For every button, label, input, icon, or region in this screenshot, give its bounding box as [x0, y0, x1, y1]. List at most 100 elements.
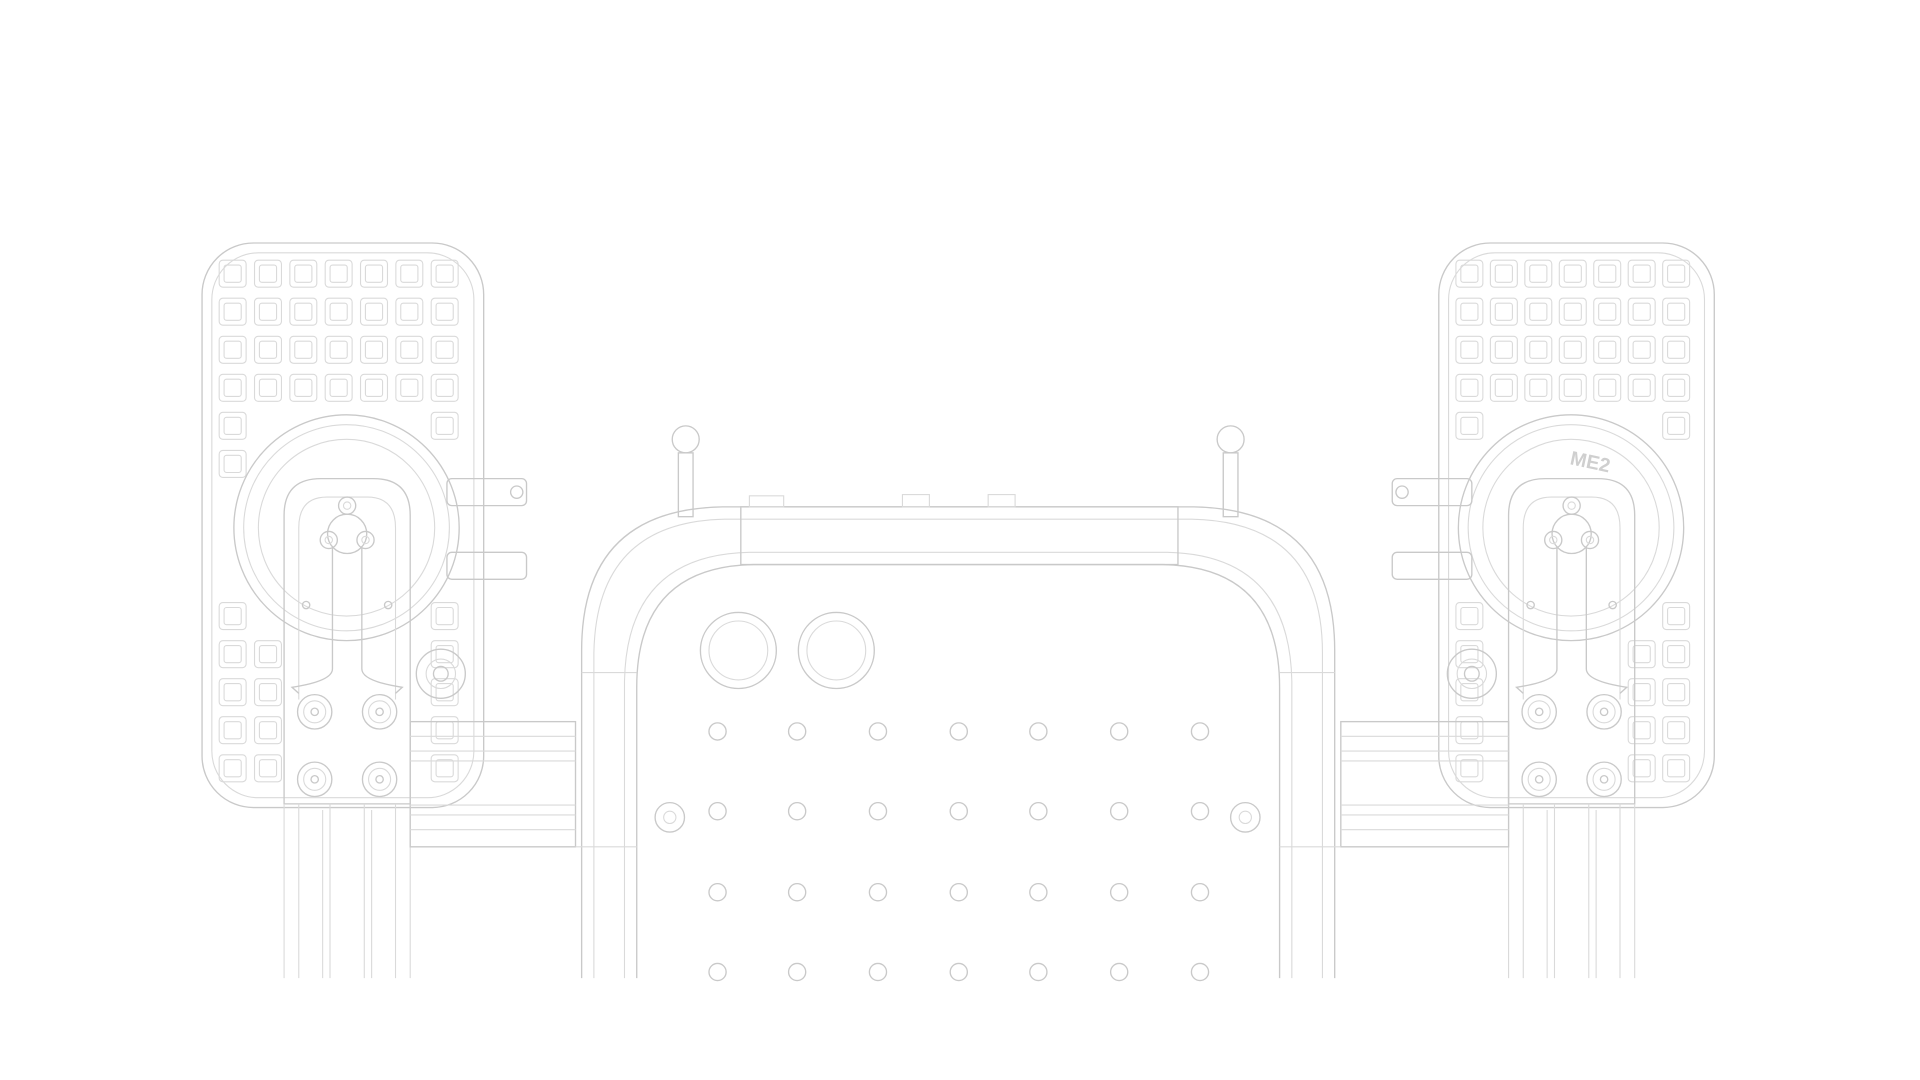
screw-head: [1585, 535, 1595, 545]
tread-block: [359, 297, 389, 326]
bolt-inner: [1527, 700, 1551, 724]
tread-block: [430, 297, 459, 326]
tread-block: [1662, 678, 1691, 707]
tread-block: [253, 373, 283, 402]
tread-block-inner: [364, 302, 384, 321]
mount-hole: [708, 962, 727, 982]
tread-block-inner: [294, 264, 313, 283]
tread-block-inner: [1598, 378, 1617, 397]
tread-block-inner: [1494, 264, 1513, 283]
tread-block: [430, 754, 459, 783]
tread-block-inner: [364, 264, 384, 283]
tread-block-inner: [1563, 378, 1582, 397]
mount-hole: [949, 722, 969, 741]
tread-block: [359, 373, 389, 402]
tread-block: [1524, 335, 1553, 364]
post: [1222, 452, 1239, 518]
tread-block-inner: [1529, 378, 1548, 397]
tread-block: [1455, 602, 1484, 631]
tread-block: [1627, 335, 1656, 364]
tread-block-inner: [1529, 264, 1548, 283]
frame-inner: [636, 563, 1281, 979]
bracket-screw: [509, 485, 524, 499]
tread-block: [359, 259, 389, 288]
tread-block-inner: [223, 302, 242, 321]
tread-block: [1593, 259, 1622, 288]
frame-joint: [575, 671, 1341, 848]
port-circle: [699, 611, 777, 690]
tread-block: [218, 678, 247, 707]
bolt-inner: [303, 700, 327, 724]
tread-block-inner: [1667, 759, 1686, 778]
mount-hole: [1190, 962, 1210, 982]
tread-block: [430, 259, 459, 288]
bracket: [1391, 477, 1473, 507]
tread-block-inner: [1494, 378, 1513, 397]
tread-block: [430, 640, 459, 669]
tread-block-inner: [1632, 264, 1651, 283]
tread-block-inner: [1598, 340, 1617, 359]
wheel-hub-ring: [1482, 438, 1660, 617]
mount-hole: [1029, 801, 1048, 821]
screw-head: [1567, 501, 1576, 510]
tread-block-inner: [1598, 302, 1617, 321]
mount-hole: [949, 962, 969, 982]
left-wheel: [201, 242, 528, 979]
tread-block: [1627, 297, 1656, 326]
tread-block: [1455, 716, 1484, 745]
tread-block-inner: [329, 340, 348, 359]
screw-head: [342, 501, 352, 510]
tread-block-inner: [294, 378, 313, 397]
tread-block-inner: [258, 302, 278, 321]
bolt: [1586, 693, 1622, 730]
tread-block-inner: [1632, 340, 1651, 359]
tread-block: [395, 373, 424, 402]
tread-block: [1593, 373, 1622, 402]
tread-block: [1489, 259, 1518, 288]
tread-block-inner: [1632, 378, 1651, 397]
tread-block-inner: [400, 378, 419, 397]
upright-plate: [283, 477, 411, 805]
mount-hole: [868, 722, 888, 741]
wheel-hub-ring: [243, 424, 450, 632]
tread-block-inner: [258, 683, 278, 702]
tread-block-inner: [435, 759, 454, 778]
tread-block-inner: [1460, 606, 1479, 626]
tread-block: [218, 373, 247, 402]
tread-block: [1662, 640, 1691, 669]
ball-knob: [671, 425, 700, 454]
tread-block-inner: [294, 302, 313, 321]
tread-block-inner: [223, 454, 242, 474]
tread-block-inner: [223, 378, 242, 397]
tread-block: [324, 335, 353, 364]
tread-block: [430, 716, 459, 745]
screw: [1562, 496, 1581, 515]
tread-block: [1455, 335, 1484, 364]
tread-block: [289, 373, 318, 402]
mount-hole: [1109, 882, 1129, 902]
screw: [356, 530, 375, 550]
tread-block: [1524, 373, 1553, 402]
tread-block: [1455, 640, 1484, 669]
tread-block: [1489, 297, 1518, 326]
tread-block-inner: [223, 759, 242, 778]
tread-block: [1558, 335, 1587, 364]
tread-block: [1455, 754, 1484, 783]
frame-outer: [580, 506, 1336, 979]
tread-block: [1627, 373, 1656, 402]
tread-block: [395, 335, 424, 364]
mount-hole: [1190, 722, 1210, 741]
tread-block: [1627, 754, 1656, 783]
wheel-hub-ring: [257, 438, 436, 617]
mount-hole: [949, 882, 969, 902]
tread-block: [1593, 335, 1622, 364]
bracket: [1391, 551, 1473, 580]
tread-block: [1489, 373, 1518, 402]
tread-block: [1455, 411, 1484, 440]
bolt-center: [310, 707, 320, 717]
tread-block: [253, 335, 283, 364]
port-circle-inner: [806, 620, 867, 681]
tire-inner-outline: [1448, 252, 1706, 799]
tread-block: [1662, 335, 1691, 364]
tread-block-inner: [1667, 606, 1686, 626]
